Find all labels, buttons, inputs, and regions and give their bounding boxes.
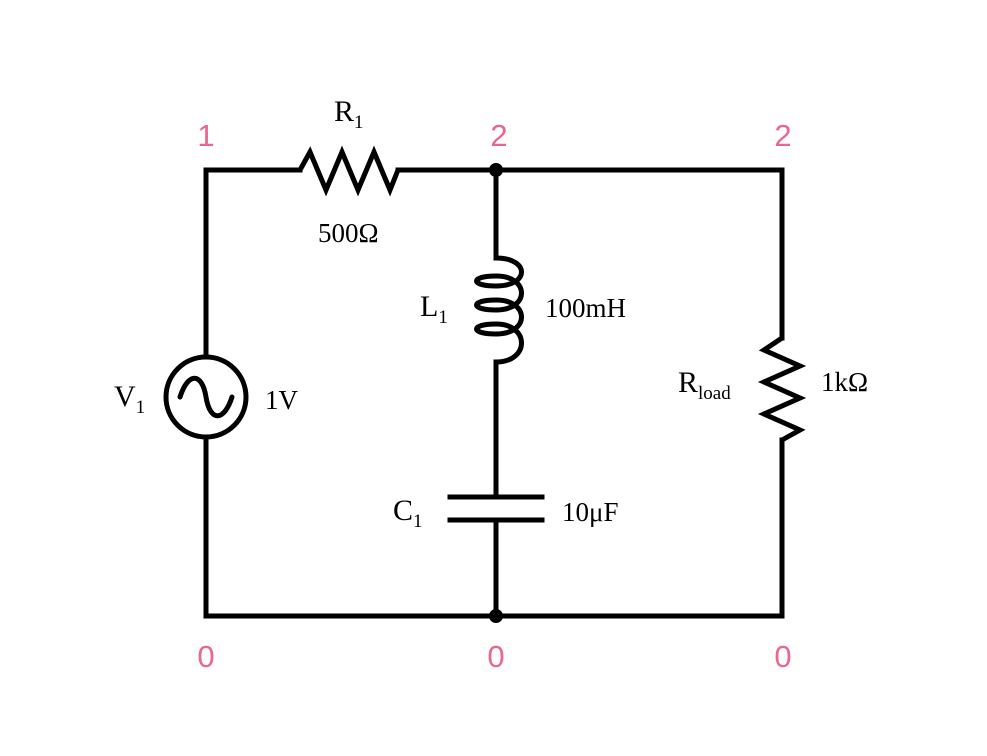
- capacitor-c1: [447, 494, 545, 523]
- r1-name: R1: [334, 95, 364, 133]
- junction-node-2: [489, 163, 503, 177]
- c1-name: C1: [393, 494, 423, 532]
- rload-value: 1kΩ: [821, 367, 868, 397]
- wire-left-top: [203, 167, 303, 358]
- node-label-1: 1: [197, 118, 214, 153]
- node-label-0-mid: 0: [487, 639, 504, 674]
- sine-wave-icon: [177, 375, 235, 419]
- node-label-2-mid: 2: [490, 118, 507, 153]
- c1-value: 10μF: [562, 497, 619, 527]
- l1-value: 100mH: [545, 293, 626, 323]
- inductor-l1: [474, 255, 524, 365]
- junction-node-0: [489, 609, 503, 623]
- v1-value: 1V: [265, 385, 299, 415]
- resistor-r1: [297, 145, 401, 197]
- node-labels: 1 2 2 0 0 0: [197, 118, 791, 674]
- rload-name: Rload: [678, 366, 731, 404]
- wire-r1-to-node2: [395, 167, 785, 341]
- node-label-0-left: 0: [197, 639, 214, 674]
- r1-value: 500Ω: [318, 218, 379, 248]
- ac-source-v1: [163, 354, 249, 440]
- l1-name: L1: [420, 290, 448, 328]
- resistor-rload: [757, 335, 807, 443]
- node-label-0-right: 0: [774, 639, 791, 674]
- v1-name: V1: [114, 380, 145, 418]
- node-label-2-right: 2: [774, 118, 791, 153]
